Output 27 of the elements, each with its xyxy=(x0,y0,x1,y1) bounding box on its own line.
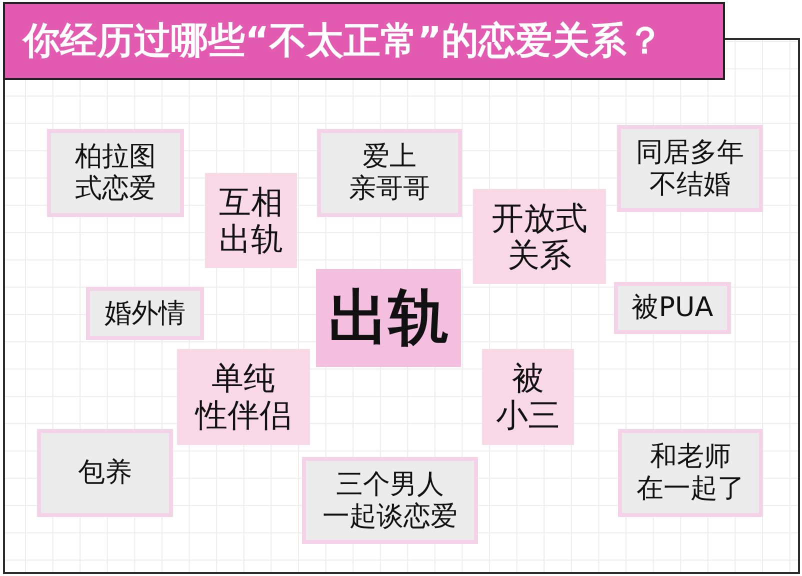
topic-label: 被PUA xyxy=(632,292,714,324)
topic-label: 爱上亲哥哥 xyxy=(349,141,430,205)
topic-label: 被小三 xyxy=(496,360,560,434)
topic-card xyxy=(617,125,763,212)
topic-card xyxy=(205,173,297,268)
topic-card xyxy=(614,282,731,334)
topic-card xyxy=(37,429,173,517)
topic-card xyxy=(47,129,184,217)
topic-label: 包养 xyxy=(78,457,132,489)
topic-label: 互相出轨 xyxy=(219,184,283,258)
topic-card xyxy=(86,287,204,340)
topic-label: 开放式关系 xyxy=(492,200,588,274)
central-topic-card xyxy=(316,269,461,367)
topic-label: 婚外情 xyxy=(104,298,186,330)
topic-card xyxy=(302,457,478,544)
topic-card xyxy=(317,129,462,217)
title-heading: 你经历过哪些“不太正常”的恋爱关系？ xyxy=(3,2,725,80)
topic-label: 柏拉图式恋爱 xyxy=(75,141,156,205)
topic-label: 出轨 xyxy=(328,283,448,353)
topic-card xyxy=(618,429,763,517)
topic-label: 同居多年不结婚 xyxy=(636,136,744,200)
topic-label: 单纯性伴侣 xyxy=(196,360,292,434)
topic-label: 和老师在一起了 xyxy=(636,441,744,505)
topic-label: 三个男人一起谈恋爱 xyxy=(322,468,458,532)
topic-card xyxy=(177,349,310,445)
topic-card xyxy=(473,189,606,284)
topic-card xyxy=(482,349,574,445)
